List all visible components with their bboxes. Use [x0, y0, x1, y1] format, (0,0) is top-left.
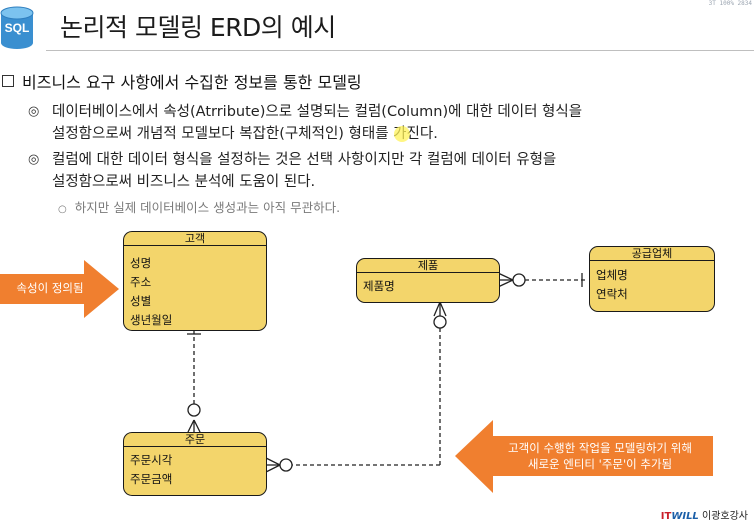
callout-right-text: 고객이 수행한 작업을 모델링하기 위해 새로운 엔티티 '주문'이 추가됨 — [485, 440, 715, 472]
entity-customer-title: 고객 — [124, 232, 266, 246]
right-arrow-shape — [0, 260, 119, 318]
status-readout: 3T 100% 2834 — [708, 0, 752, 7]
attribute: 연락처 — [596, 287, 628, 301]
slide-title: 논리적 모델링 ERD의 예시 — [60, 13, 336, 42]
double-circle-bullet-icon: ◎ — [28, 152, 40, 167]
pointer-highlight-icon — [394, 126, 410, 142]
entity-customer: 고객 성명 주소 성별 생년월일 — [123, 231, 267, 331]
attribute: 생년월일 — [130, 313, 173, 327]
attribute: 성별 — [130, 294, 152, 308]
sub-bullet-1-line1: 데이터베이스에서 속성(Atrribute)으로 설명되는 컬럼(Column)… — [52, 104, 583, 120]
product-supplier-relationship — [497, 272, 588, 288]
entity-product-title: 제품 — [357, 259, 499, 273]
sql-icon-label: SQL — [4, 21, 30, 35]
sub-bullet-2-line1: 컬럼에 대한 데이터 형식을 설정하는 것은 선택 사항이지만 각 컬럼에 데이… — [52, 152, 557, 168]
sub-bullet-2-line2: 설정함으로써 비즈니스 분석에 도움이 된다. — [52, 174, 316, 190]
attribute: 업체명 — [596, 268, 628, 282]
entity-order-title: 주문 — [124, 433, 266, 447]
double-circle-bullet-icon: ◎ — [28, 104, 40, 119]
entity-supplier: 공급업체 업체명 연락처 — [589, 246, 715, 312]
product-order-relationship — [265, 301, 447, 473]
logo-it: IT — [660, 511, 672, 522]
main-bullet: 비즈니스 요구 사항에서 수집한 정보를 통한 모델링 — [2, 69, 362, 93]
customer-order-relationship — [187, 330, 201, 433]
callout-left-text: 속성이 정의됨 — [16, 281, 84, 295]
attribute: 주문금액 — [130, 472, 173, 486]
callout-right-line1: 고객이 수행한 작업을 모델링하기 위해 — [508, 441, 692, 455]
callout-right: 고객이 수행한 작업을 모델링하기 위해 새로운 엔티티 '주문'이 추가됨 — [455, 420, 718, 493]
callout-left: 속성이 정의됨 — [0, 260, 119, 318]
slide-header: SQL 논리적 모델링 ERD의 예시 3T 100% 2834 — [0, 0, 754, 52]
callout-right-line2: 새로운 엔티티 '주문'이 추가됨 — [527, 457, 673, 471]
attribute: 성명 — [130, 256, 152, 270]
square-bullet-icon — [2, 75, 14, 87]
main-bullet-text: 비즈니스 요구 사항에서 수집한 정보를 통한 모델링 — [22, 73, 362, 92]
left-arrow-shape — [455, 420, 713, 493]
sub-sub-bullet: ○ 하지만 실제 데이터베이스 생성과는 아직 무관하다. — [58, 197, 340, 216]
attribute: 주소 — [130, 275, 152, 289]
database-icon — [0, 6, 34, 49]
sub-sub-bullet-text: 하지만 실제 데이터베이스 생성과는 아직 무관하다. — [74, 200, 341, 215]
entity-product: 제품 제품명 — [356, 258, 500, 303]
header-divider — [46, 50, 754, 51]
attribute: 제품명 — [363, 279, 395, 293]
sub-bullet-1-line2: 설정함으로써 개념적 모델보다 복잡한(구체적인) 형태를 가진다. — [52, 126, 438, 142]
entity-order: 주문 주문시각 주문금액 — [123, 432, 267, 496]
logo-will: WILL — [671, 511, 699, 522]
logo-name: 이광호강사 — [702, 511, 748, 522]
circle-bullet-icon: ○ — [58, 204, 67, 215]
attribute: 주문시각 — [130, 453, 173, 467]
sub-bullet-1: ◎ 데이터베이스에서 속성(Atrribute)으로 설명되는 컬럼(Colum… — [28, 101, 582, 145]
sub-bullet-2: ◎ 컬럼에 대한 데이터 형식을 설정하는 것은 선택 사항이지만 각 컬럼에 … — [28, 149, 556, 193]
entity-supplier-title: 공급업체 — [590, 247, 714, 261]
brand-logo: ITWILL 이광호강사 — [661, 507, 748, 522]
